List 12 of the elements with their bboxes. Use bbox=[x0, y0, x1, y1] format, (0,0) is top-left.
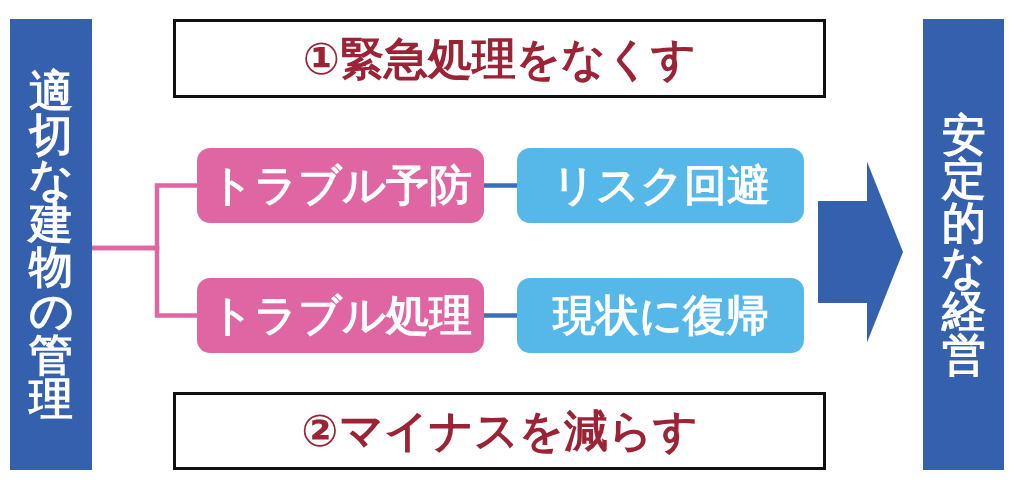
heading-box: ②マイナスを減らす bbox=[173, 392, 826, 470]
process-box: トラブル予防 bbox=[197, 148, 484, 223]
connector-line bbox=[484, 183, 517, 188]
heading-box: ①緊急処理をなくす bbox=[173, 19, 826, 98]
block-arrow bbox=[818, 161, 903, 343]
connector-line bbox=[92, 245, 197, 318]
connector-line bbox=[484, 313, 517, 318]
result-box: リスク回避 bbox=[517, 148, 804, 223]
process-box: トラブル処理 bbox=[197, 278, 484, 353]
result-box: 現状に復帰 bbox=[517, 278, 804, 353]
vertical-banner: 適切な建物の管理 bbox=[10, 19, 92, 470]
vertical-banner: 安定的な経営 bbox=[923, 19, 1004, 470]
